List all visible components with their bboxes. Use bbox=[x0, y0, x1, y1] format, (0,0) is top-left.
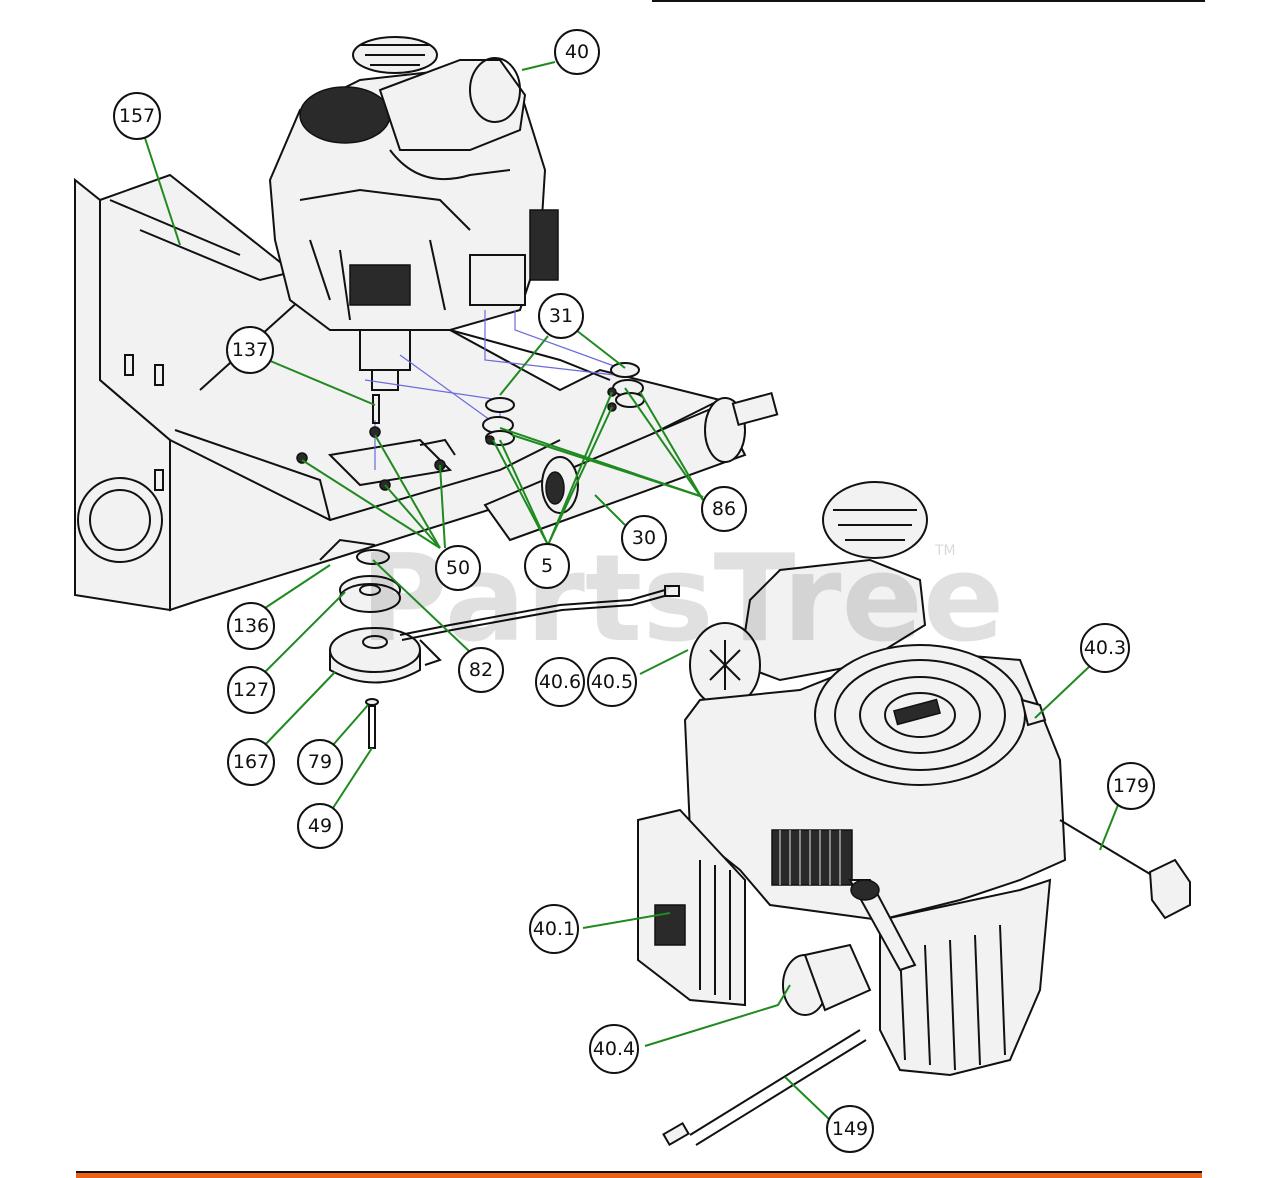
isolators-and-bolts bbox=[296, 362, 645, 491]
callout-40-6[interactable]: 40.6 bbox=[535, 657, 585, 707]
svg-text:179: 179 bbox=[1113, 775, 1149, 797]
svg-text:50: 50 bbox=[446, 557, 470, 579]
svg-text:40: 40 bbox=[565, 41, 589, 63]
svg-text:136: 136 bbox=[233, 615, 269, 637]
callout-31[interactable]: 31 bbox=[538, 293, 584, 339]
svg-text:86: 86 bbox=[712, 498, 736, 520]
svg-text:157: 157 bbox=[119, 105, 155, 127]
callout-40-1[interactable]: 40.1 bbox=[529, 904, 579, 954]
engine-assembly bbox=[637, 481, 1191, 1147]
svg-text:82: 82 bbox=[469, 659, 493, 681]
callout-49[interactable]: 49 bbox=[297, 803, 343, 849]
callout-79[interactable]: 79 bbox=[297, 739, 343, 785]
callout-149[interactable]: 149 bbox=[826, 1105, 874, 1153]
svg-text:79: 79 bbox=[308, 751, 332, 773]
callout-40[interactable]: 40 bbox=[554, 29, 600, 75]
svg-text:40.6: 40.6 bbox=[539, 671, 581, 693]
callout-167[interactable]: 167 bbox=[227, 738, 275, 786]
callout-179[interactable]: 179 bbox=[1107, 762, 1155, 810]
callout-82[interactable]: 82 bbox=[458, 647, 504, 693]
svg-text:149: 149 bbox=[832, 1118, 868, 1140]
svg-text:127: 127 bbox=[233, 679, 269, 701]
callout-50[interactable]: 50 bbox=[435, 545, 481, 591]
svg-text:30: 30 bbox=[632, 527, 656, 549]
svg-text:40.1: 40.1 bbox=[533, 918, 575, 940]
callout-137[interactable]: 137 bbox=[226, 326, 274, 374]
callout-136[interactable]: 136 bbox=[227, 602, 275, 650]
callout-40-3[interactable]: 40.3 bbox=[1080, 623, 1130, 673]
svg-text:5: 5 bbox=[541, 555, 553, 577]
callout-40-5[interactable]: 40.5 bbox=[587, 657, 637, 707]
callout-40-4[interactable]: 40.4 bbox=[589, 1024, 639, 1074]
callout-30[interactable]: 30 bbox=[621, 515, 667, 561]
footer-bar bbox=[76, 1172, 1202, 1178]
callout-127[interactable]: 127 bbox=[227, 666, 275, 714]
pto-clutch bbox=[319, 538, 680, 749]
callout-86[interactable]: 86 bbox=[701, 486, 747, 532]
callout-157[interactable]: 157 bbox=[113, 92, 161, 140]
engine-top-view bbox=[268, 36, 559, 391]
watermark-tm: TM bbox=[934, 543, 956, 559]
svg-text:40.5: 40.5 bbox=[591, 671, 633, 693]
svg-text:40.4: 40.4 bbox=[593, 1038, 635, 1060]
callout-5[interactable]: 5 bbox=[524, 543, 570, 589]
leader-lines bbox=[142, 61, 1119, 1121]
svg-text:31: 31 bbox=[549, 305, 573, 327]
svg-text:167: 167 bbox=[233, 751, 269, 773]
svg-text:49: 49 bbox=[308, 815, 332, 837]
svg-text:137: 137 bbox=[232, 339, 268, 361]
frame-assembly bbox=[74, 173, 723, 612]
svg-text:40.3: 40.3 bbox=[1084, 637, 1126, 659]
muffler bbox=[483, 391, 779, 542]
